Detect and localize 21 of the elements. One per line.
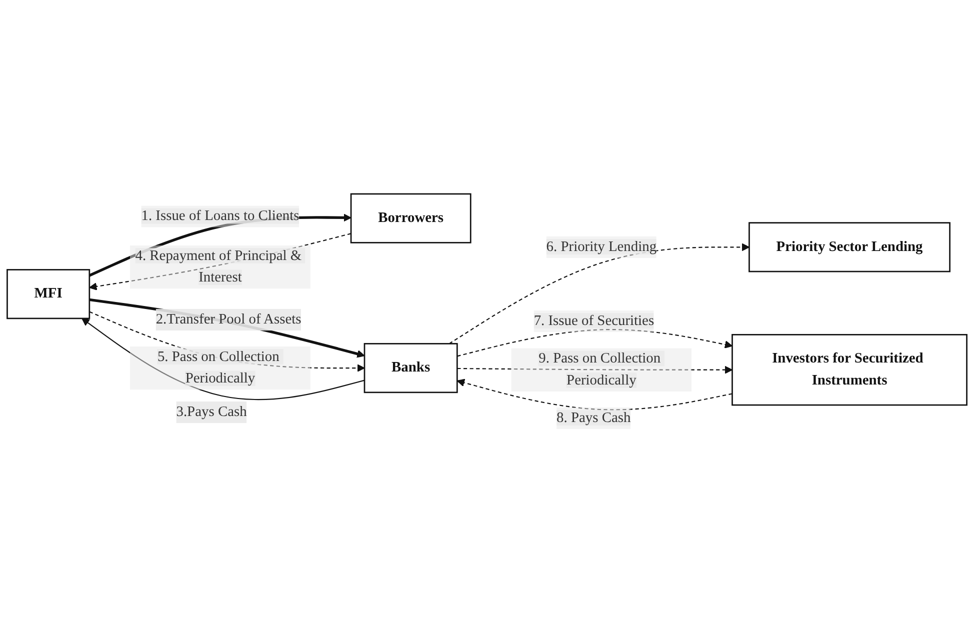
arrow bbox=[82, 318, 365, 400]
node-box: MFI bbox=[6, 269, 90, 320]
arrow bbox=[89, 298, 365, 358]
edge-label: 1. Issue of Loans to Clients bbox=[141, 208, 300, 224]
arrow bbox=[457, 366, 733, 374]
arrow bbox=[456, 378, 732, 410]
edge-label: 3.Pays Cash bbox=[176, 404, 247, 420]
edge-label: 8. Pays Cash bbox=[556, 410, 631, 426]
edge-label: 6. Priority Lending bbox=[546, 239, 657, 254]
edge-label: 9. Pass on Collection Periodically bbox=[538, 350, 661, 388]
edge-label: 5. Pass on Collection Periodically bbox=[157, 349, 280, 386]
edge-label: 2.Transfer Pool of Assets bbox=[156, 312, 302, 327]
node-box: Investors for Securitized Instruments bbox=[732, 334, 968, 406]
arrow bbox=[448, 243, 750, 344]
node-box: Banks bbox=[364, 343, 458, 394]
edge-label: 7. Issue of Securities bbox=[534, 313, 654, 328]
edge-label: 4. Repayment of Principal & Interest bbox=[135, 248, 302, 286]
node-box: Priority Sector Lending bbox=[748, 222, 950, 272]
node-box: Borrowers bbox=[350, 193, 472, 244]
arrow bbox=[89, 233, 352, 290]
arrow bbox=[457, 329, 733, 357]
